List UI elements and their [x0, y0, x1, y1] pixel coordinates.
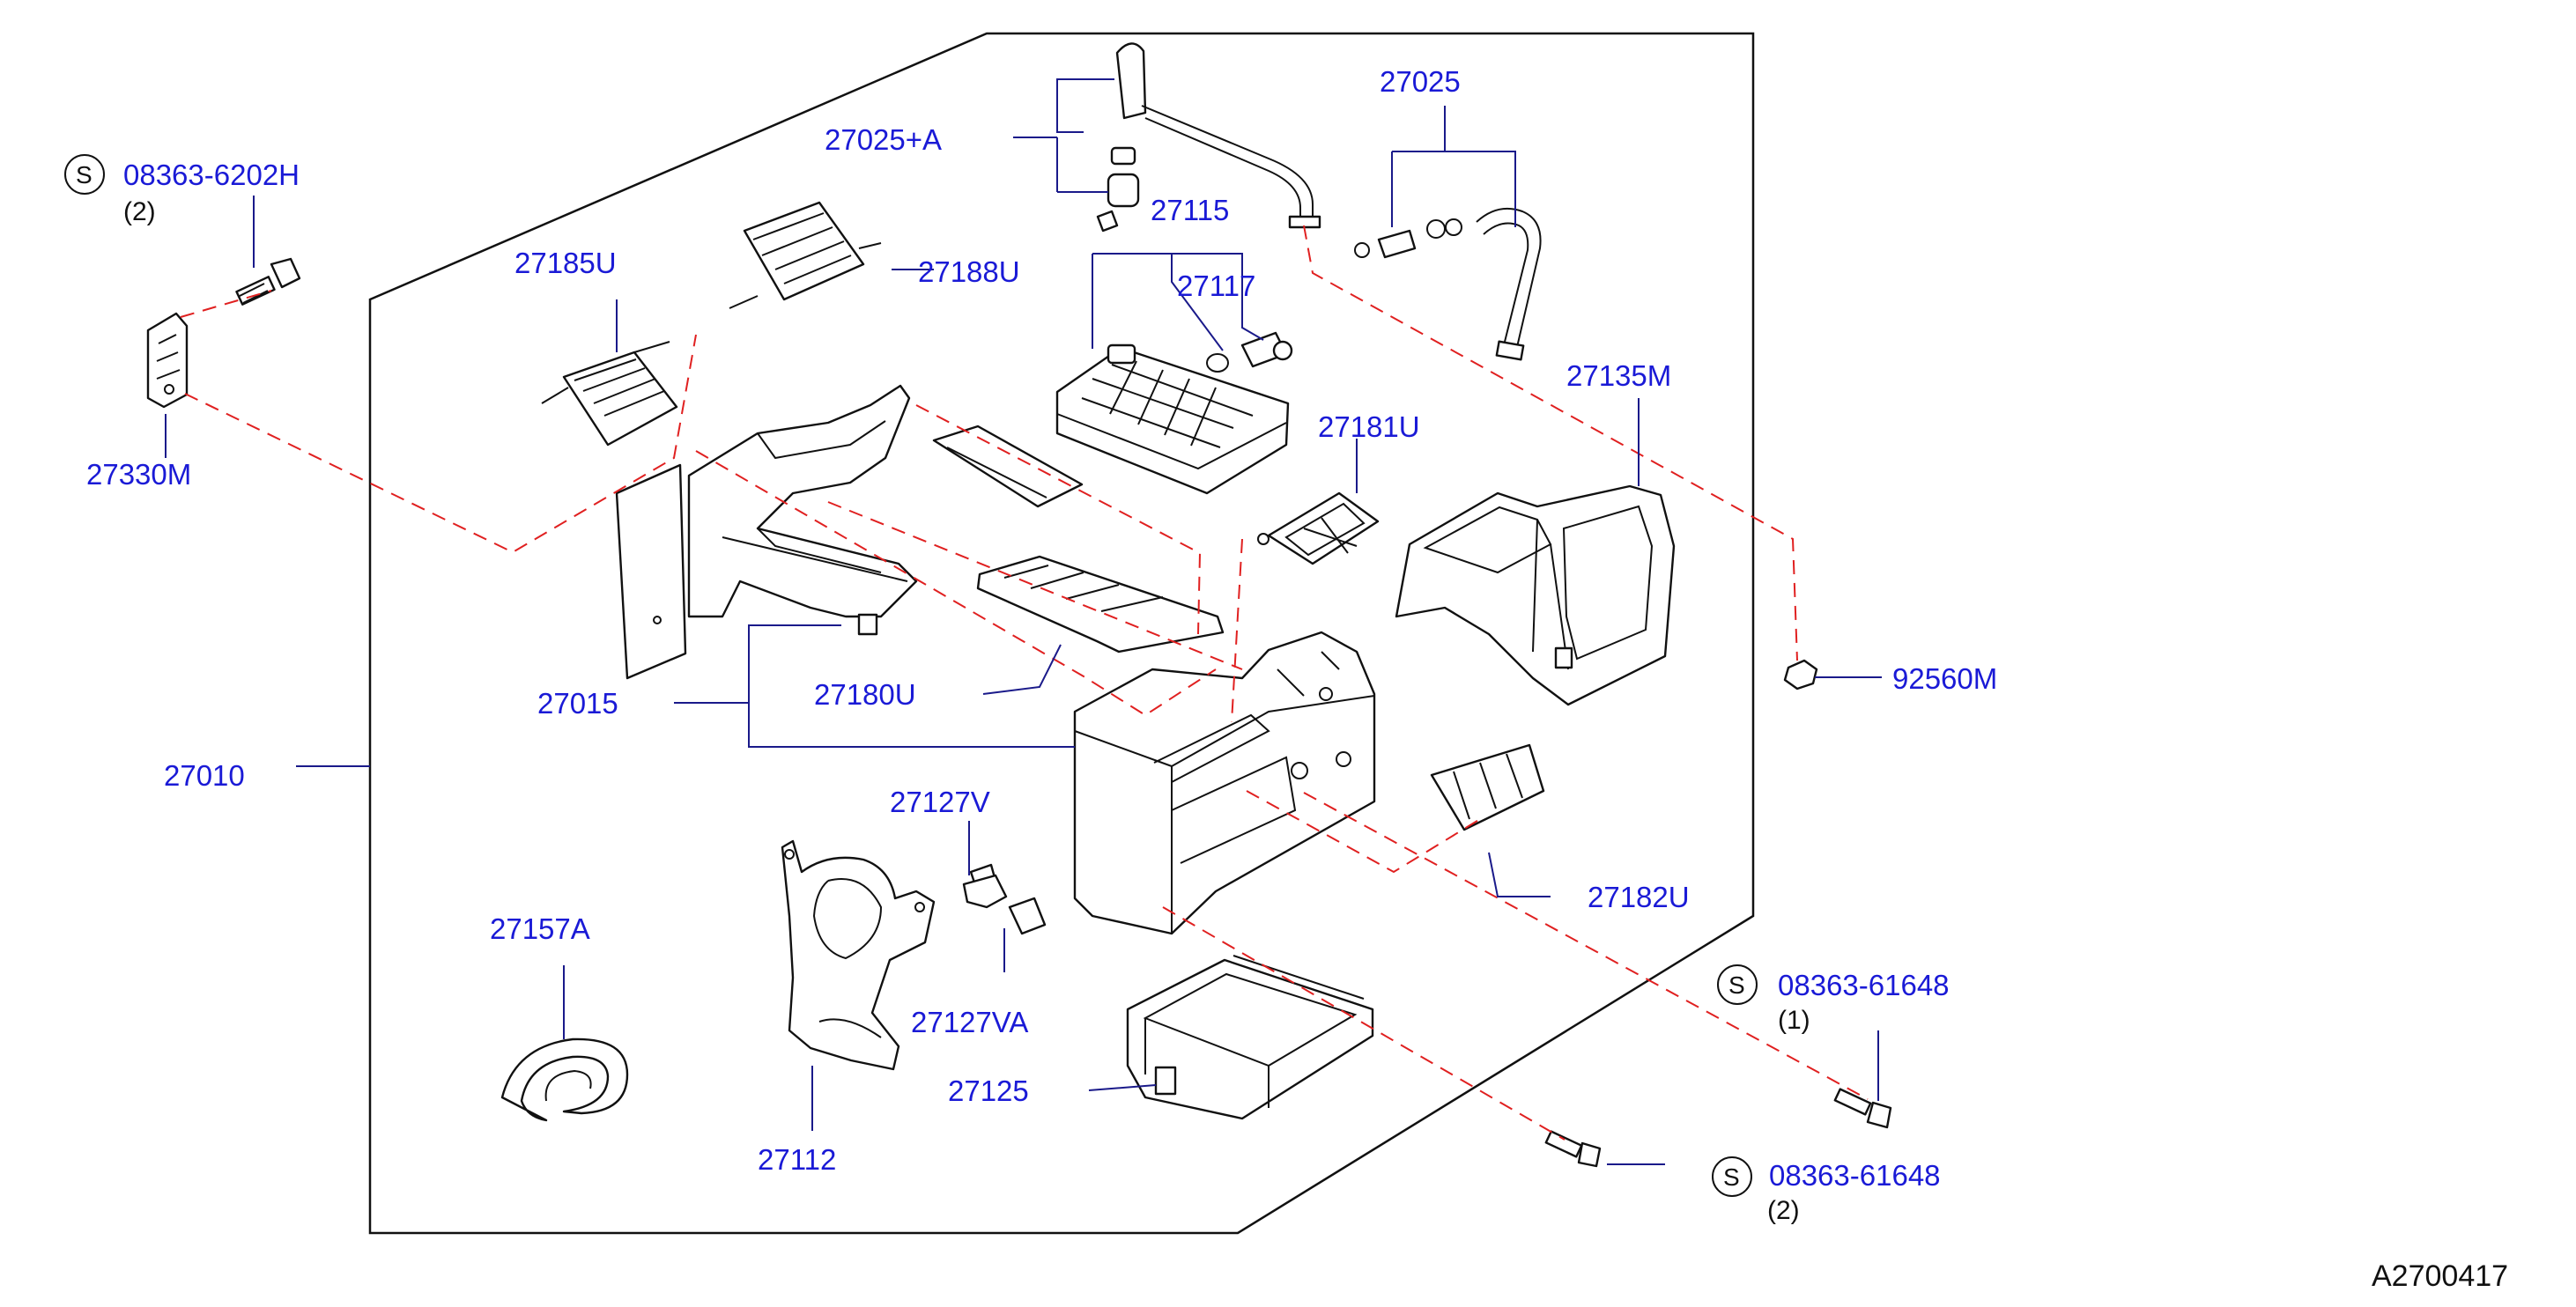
- label-27182u: 27182U: [1588, 881, 1690, 913]
- door-27180u-part: [976, 555, 1225, 654]
- seal-27157a-part: [500, 1037, 629, 1122]
- label-27010: 27010: [164, 759, 245, 792]
- screw-08363-6202h-part: [235, 257, 301, 306]
- screw-08363-61648-a-part: [1833, 1088, 1892, 1129]
- evaporator-27115-part: [1055, 343, 1290, 495]
- label-27180u: 27180U: [814, 678, 916, 711]
- label-27188u: 27188U: [918, 255, 1020, 288]
- label-27115: 27115: [1151, 194, 1229, 226]
- door-27185u-part: [541, 341, 678, 447]
- label-27125: 27125: [948, 1074, 1029, 1107]
- svg-text:S: S: [1728, 971, 1745, 999]
- label-08363-61648-a: 08363-61648: [1778, 969, 1950, 1001]
- label-27185u: 27185U: [514, 247, 617, 279]
- screw-08363-61648-b-part: [1544, 1130, 1602, 1168]
- label-27135m: 27135M: [1566, 359, 1671, 392]
- door-27181u-part: [1257, 491, 1380, 565]
- service-symbol-2: S: [1717, 964, 1758, 1005]
- door-27182u-part: [1430, 743, 1545, 831]
- diagram-reference-code: A2700417: [2372, 1259, 2508, 1293]
- label-27112: 27112: [758, 1143, 836, 1176]
- alignment-lines: [180, 225, 1869, 1141]
- door-27188u-part: [729, 201, 882, 309]
- hose-27025-part: [1354, 208, 1542, 361]
- heater-unit-27010-part: [1073, 631, 1376, 935]
- label-08363-6202h: 08363-6202H: [123, 159, 300, 191]
- bracket-27112-part: [781, 839, 936, 1071]
- qty-08363-61648-a: (1): [1778, 1006, 1810, 1035]
- label-27127va: 27127VA: [911, 1006, 1028, 1038]
- label-92560m: 92560M: [1892, 662, 1997, 695]
- qty-08363-6202h: (2): [123, 197, 156, 226]
- label-27181u: 27181U: [1318, 410, 1420, 443]
- svg-text:S: S: [1723, 1163, 1740, 1191]
- service-symbol-1: S: [64, 154, 105, 195]
- duct-27015-part: [615, 384, 918, 680]
- service-symbol-3: S: [1712, 1156, 1752, 1197]
- bracket-27330m-part: [146, 312, 189, 409]
- filter-door-part: [932, 425, 1084, 508]
- grommet-92560m-part: [1783, 659, 1818, 690]
- blower-case-27135m-part: [1395, 484, 1676, 706]
- label-08363-61648-b: 08363-61648: [1769, 1159, 1941, 1192]
- leader-lines: [165, 78, 1882, 1165]
- label-27015: 27015: [537, 687, 618, 720]
- actuator-27127v-part: [962, 863, 1047, 935]
- lower-case-27125-part: [1126, 955, 1374, 1120]
- drain-hose-27025a-part: [1096, 42, 1321, 233]
- label-27025: 27025: [1380, 65, 1461, 98]
- label-27117: 27117: [1177, 270, 1255, 302]
- label-27157a: 27157A: [490, 912, 590, 945]
- qty-08363-61648-b: (2): [1767, 1196, 1800, 1225]
- valve-27117-part: [1206, 331, 1293, 373]
- label-27025a: 27025+A: [825, 123, 942, 156]
- assembly-frame: [368, 32, 1755, 1235]
- label-27127v: 27127V: [890, 786, 990, 818]
- label-27330m: 27330M: [86, 458, 191, 491]
- svg-text:S: S: [76, 161, 93, 188]
